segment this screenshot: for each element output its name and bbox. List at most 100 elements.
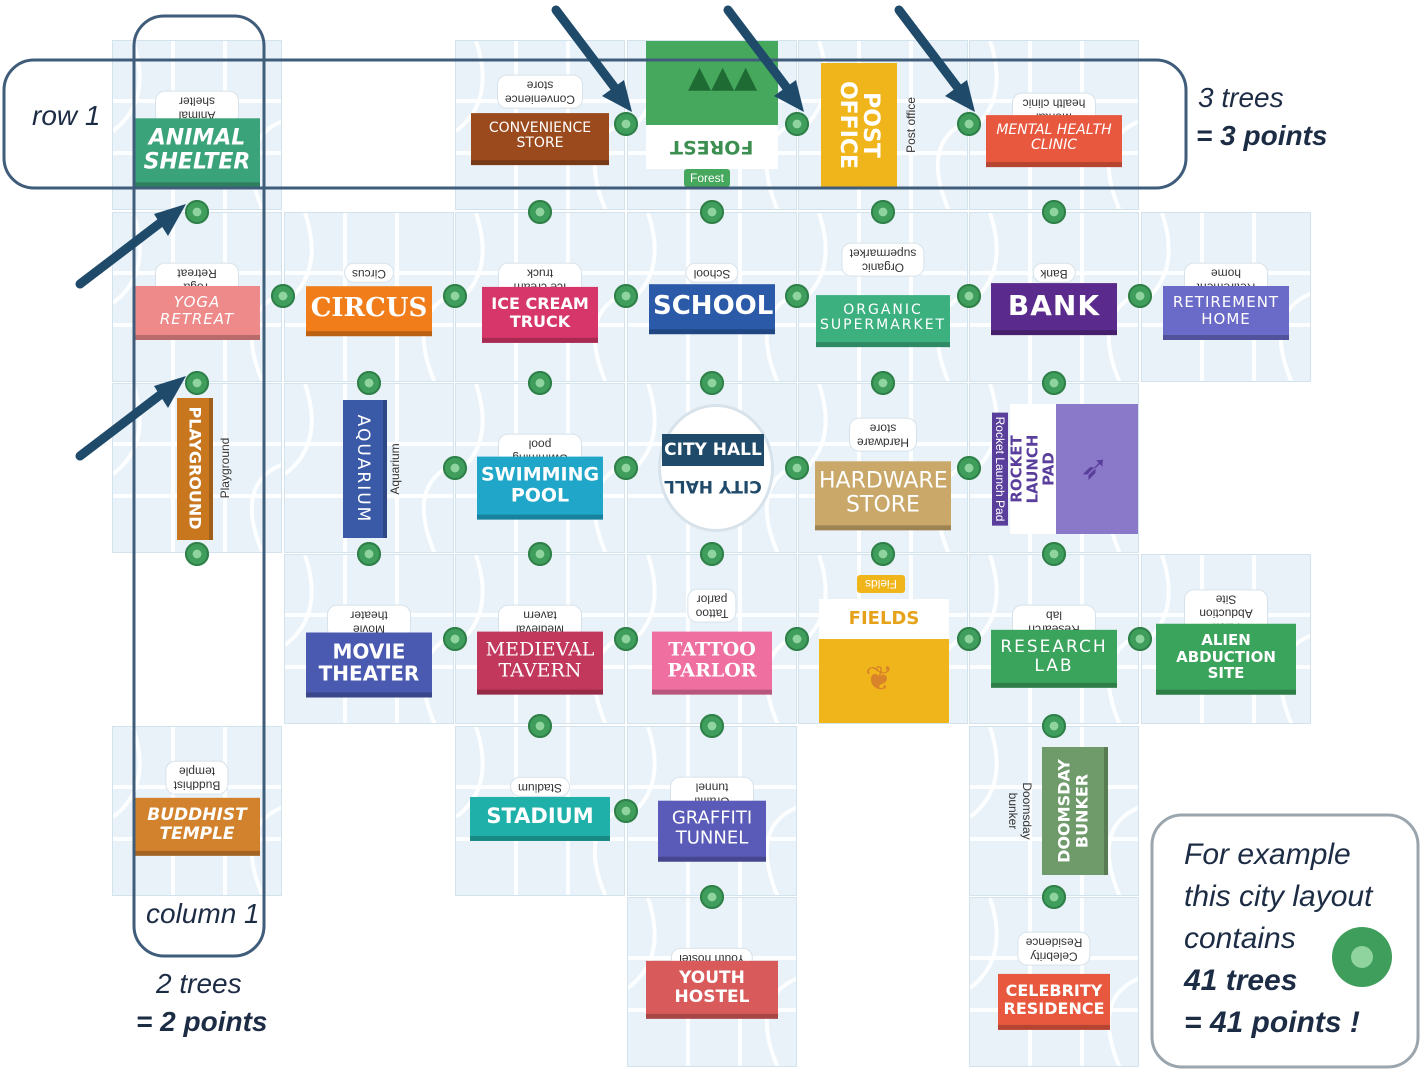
building-aquarium: [343, 400, 387, 538]
pine-icon: ▲▲▲: [688, 60, 758, 95]
tree-icon: [528, 542, 552, 566]
example-box: [1150, 813, 1420, 1069]
building-organic: ORGANIC SUPERMARKET: [816, 295, 950, 347]
tree-icon: [785, 112, 809, 136]
tree-icon: [957, 627, 981, 651]
building-name: ALIEN ABDUCTION SITE: [1176, 630, 1276, 682]
tree-icon: [357, 371, 381, 395]
row-points-text: = 3 points: [1196, 120, 1328, 151]
tile-medieval: Medieval tavern MEDIEVAL TAVERN: [455, 554, 625, 724]
city-hall-title: CITY HALL: [662, 434, 764, 466]
building-name: CIRCUS: [310, 293, 428, 324]
example-line-1: For example: [1184, 838, 1351, 871]
building-name: BANK: [1007, 289, 1101, 323]
building-name: MENTAL HEALTH CLINIC: [996, 122, 1112, 154]
building-name: TATTOO PARLOR: [667, 638, 757, 682]
tile-city-hall: CITY HALL CITY HALL: [627, 383, 797, 553]
building-animal-shelter: ANIMAL SHELTER: [134, 118, 260, 188]
tree-icon: [443, 456, 467, 480]
tile-research: Research lab RESEARCH LAB: [969, 554, 1139, 724]
example-trees-text: 41 trees: [1184, 964, 1298, 997]
tree-icon: [528, 200, 552, 224]
tree-icon: [871, 200, 895, 224]
tile-circus: Circus CIRCUS: [284, 212, 454, 382]
tree-icon: [1128, 627, 1152, 651]
tile-youth: Youth hostel YOUTH HOSTEL: [627, 897, 797, 1067]
building-graffiti: GRAFFITI TUNNEL: [658, 800, 766, 862]
example-points-text: = 41 points !: [1184, 1006, 1360, 1039]
tree-icon: [785, 627, 809, 651]
tree-icon: [528, 371, 552, 395]
tree-icon: [185, 371, 209, 395]
tile-mental-health: Mental health clinic MENTAL HEALTH CLINI…: [969, 40, 1139, 210]
forest-field: ▲▲▲: [646, 41, 778, 125]
building-name: FIELDS: [819, 599, 949, 639]
building-name: STADIUM: [486, 803, 594, 828]
tile-doomsday: DOOMSDAY BUNKER Doomsday bunker: [969, 726, 1139, 896]
example-line-2: this city layout: [1184, 880, 1373, 913]
tree-icon: [1042, 714, 1066, 738]
tree-icon: [700, 200, 724, 224]
building-post-office: [821, 63, 897, 187]
tree-icon: [957, 112, 981, 136]
building-name: MEDIEVAL TAVERN: [485, 638, 595, 682]
tile-post-office: POST OFFICE Post office: [798, 40, 968, 210]
tree-icon: [957, 284, 981, 308]
arrow-icon: [551, 5, 623, 97]
tile-animal-shelter: Animal shelter ANIMAL SHELTER: [112, 40, 282, 210]
building-buddhist: BUDDHIST TEMPLE: [134, 797, 260, 857]
tree-icon: [957, 456, 981, 480]
building-doomsday: [1042, 747, 1108, 875]
tile-buddhist: Buddhist temple BUDDHIST TEMPLE: [112, 726, 282, 896]
building-name: ORGANIC SUPERMARKET: [820, 302, 947, 334]
tree-icon: [785, 284, 809, 308]
tree-icon: [614, 456, 638, 480]
tile-stadium: Stadium STADIUM: [455, 726, 625, 896]
tile-graffiti: Graffiti tunnel GRAFFITI TUNNEL: [627, 726, 797, 896]
building-name: CELEBRITY RESIDENCE: [1003, 980, 1105, 1018]
column-outline: [132, 14, 266, 958]
building-name: CONVENIENCE STORE: [488, 120, 592, 152]
building-bank: BANK: [991, 283, 1117, 335]
tile-rocket: ➶ ROCKET LAUNCH PAD Rocket Launch Pad: [969, 383, 1139, 553]
tree-icon: [700, 714, 724, 738]
building-yoga: YOGA RETREAT: [134, 286, 260, 340]
tree-icon: [185, 200, 209, 224]
building-mental-health: MENTAL HEALTH CLINIC: [986, 115, 1122, 167]
building-retirement: RETIREMENT HOME: [1163, 286, 1289, 340]
tree-icon: [871, 371, 895, 395]
rocket-field: ➶: [1056, 404, 1138, 534]
tree-icon: [614, 112, 638, 136]
tree-icon: [871, 542, 895, 566]
tree-icon: [528, 714, 552, 738]
tree-icon: [1042, 885, 1066, 909]
row-trees-text: 3 trees: [1198, 82, 1284, 113]
tree-icon: [1042, 371, 1066, 395]
building-medieval: MEDIEVAL TAVERN: [477, 631, 603, 695]
building-name: ICE CREAM TRUCK: [491, 293, 589, 331]
tile-organic: Organic supermarket ORGANIC SUPERMARKET: [798, 212, 968, 382]
tree-icon: [614, 284, 638, 308]
tile-retirement: Retirement home RETIREMENT HOME: [1141, 212, 1311, 382]
wheat-icon: ❦: [865, 659, 894, 699]
tile-celebrity: Celebrity Residence CELEBRITY RESIDENCE: [969, 897, 1139, 1067]
building-school: SCHOOL: [649, 284, 775, 334]
building-research: RESEARCH LAB: [991, 629, 1117, 689]
building-name: YOUTH HOSTEL: [674, 967, 750, 1007]
tree-icon: [785, 456, 809, 480]
forest-tag: Forest: [684, 169, 731, 187]
tree-icon: [1042, 200, 1066, 224]
tree-icon: [614, 627, 638, 651]
building-name: ANIMAL SHELTER: [143, 125, 251, 175]
building-hardware: HARDWARE STORE: [815, 461, 951, 531]
tile-bank: Bank BANK: [969, 212, 1139, 382]
building-name: RESEARCH LAB: [1000, 636, 1108, 676]
column-points-text: = 2 points: [136, 1006, 268, 1037]
building-rocket: [1010, 404, 1056, 534]
building-stadium: STADIUM: [470, 796, 610, 842]
building-circus: CIRCUS: [306, 286, 432, 336]
arrow-icon: [75, 387, 169, 461]
building-ice-cream: ICE CREAM TRUCK: [482, 286, 598, 344]
tree-icon: [700, 542, 724, 566]
